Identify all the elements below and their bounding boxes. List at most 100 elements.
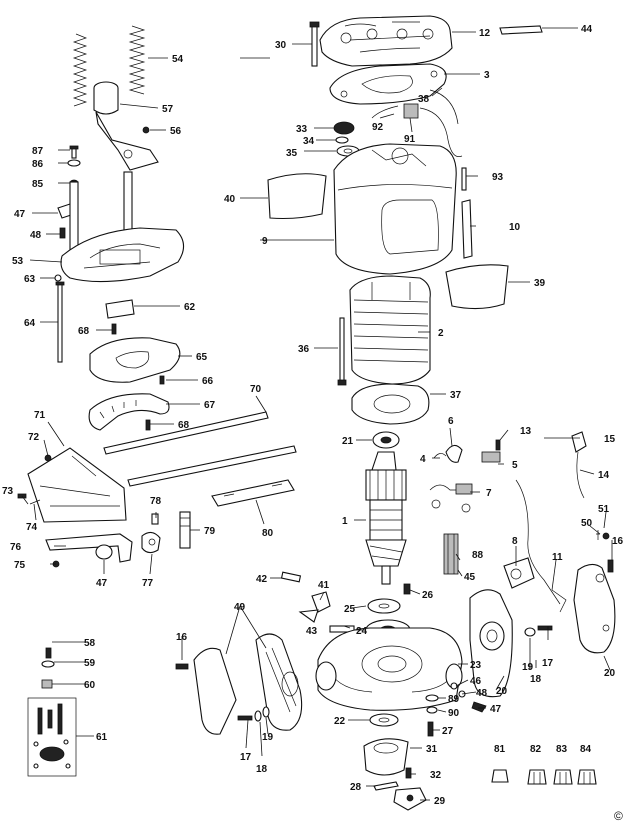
label-37: 37 bbox=[450, 390, 462, 401]
label-66: 66 bbox=[202, 376, 214, 387]
label-18b: 18 bbox=[256, 764, 268, 775]
label-60: 60 bbox=[84, 680, 96, 691]
brush-cap-parts bbox=[333, 121, 360, 157]
label-43: 43 bbox=[306, 626, 318, 637]
left-side-panel bbox=[267, 173, 327, 220]
label-31: 31 bbox=[426, 744, 438, 755]
label-17b: 17 bbox=[240, 752, 252, 763]
label-2: 2 bbox=[438, 328, 444, 339]
label-50: 50 bbox=[581, 518, 593, 529]
sub-base-screw bbox=[159, 375, 165, 385]
collet-nuts bbox=[491, 769, 597, 785]
label-57: 57 bbox=[162, 104, 174, 115]
label-79: 79 bbox=[204, 526, 216, 537]
label-86: 86 bbox=[32, 159, 44, 170]
label-83: 83 bbox=[556, 744, 568, 755]
label-28: 28 bbox=[350, 782, 362, 793]
collet-parts bbox=[363, 713, 434, 811]
small-nut bbox=[142, 126, 150, 134]
motor-top-cover bbox=[319, 15, 453, 67]
label-51: 51 bbox=[598, 504, 610, 515]
label-72: 72 bbox=[28, 432, 40, 443]
label-7: 7 bbox=[486, 488, 492, 499]
label-33: 33 bbox=[296, 124, 308, 135]
gasket-plate bbox=[329, 63, 447, 105]
label-63: 63 bbox=[24, 274, 36, 285]
label-65: 65 bbox=[196, 352, 208, 363]
label-36: 36 bbox=[298, 344, 310, 355]
label-56: 56 bbox=[170, 126, 182, 137]
label-93: 93 bbox=[492, 172, 504, 183]
label-12: 12 bbox=[479, 28, 491, 39]
guard-screw bbox=[145, 419, 151, 431]
bearing-housing bbox=[351, 383, 430, 425]
label-6: 6 bbox=[448, 416, 454, 427]
label-15: 15 bbox=[604, 434, 616, 445]
label-40: 40 bbox=[224, 194, 236, 205]
label-17a: 17 bbox=[542, 658, 554, 669]
label-27: 27 bbox=[442, 726, 454, 737]
label-20b: 20 bbox=[496, 686, 508, 697]
label-19b: 19 bbox=[262, 732, 274, 743]
small-plate bbox=[105, 299, 135, 319]
label-48b: 48 bbox=[30, 230, 42, 241]
label-8: 8 bbox=[512, 536, 518, 547]
label-34: 34 bbox=[303, 136, 315, 147]
field-screw bbox=[337, 317, 347, 386]
plunge-springs bbox=[72, 25, 146, 107]
fence-bracket bbox=[45, 511, 191, 568]
sub-base bbox=[89, 337, 181, 383]
label-1: 1 bbox=[342, 516, 348, 527]
left-handle-assembly bbox=[175, 633, 303, 735]
label-90: 90 bbox=[448, 708, 460, 719]
right-handle-assembly bbox=[443, 431, 616, 698]
label-16b: 16 bbox=[176, 632, 188, 643]
spindle-lock bbox=[280, 571, 355, 633]
label-24: 24 bbox=[356, 626, 368, 637]
label-80: 80 bbox=[262, 528, 274, 539]
base-screws bbox=[425, 682, 487, 714]
motor-housing bbox=[333, 143, 457, 275]
label-45: 45 bbox=[464, 572, 476, 583]
label-87: 87 bbox=[32, 146, 44, 157]
right-side-panel bbox=[445, 264, 509, 310]
label-62: 62 bbox=[184, 302, 196, 313]
label-78: 78 bbox=[150, 496, 162, 507]
label-30: 30 bbox=[275, 40, 287, 51]
label-22: 22 bbox=[334, 716, 346, 727]
leader-lines bbox=[21, 27, 613, 801]
bearing bbox=[372, 431, 400, 449]
small-parts bbox=[27, 647, 77, 777]
vent-strip bbox=[461, 199, 473, 259]
label-5: 5 bbox=[512, 460, 518, 471]
label-23: 23 bbox=[470, 660, 482, 671]
base-housing bbox=[315, 627, 463, 711]
label-85: 85 bbox=[32, 179, 44, 190]
label-76: 76 bbox=[10, 542, 22, 553]
label-21: 21 bbox=[342, 436, 354, 447]
label-82: 82 bbox=[530, 744, 542, 755]
label-64: 64 bbox=[24, 318, 36, 329]
label-39: 39 bbox=[534, 278, 546, 289]
parallel-fence bbox=[17, 447, 127, 523]
label-18a: 18 bbox=[530, 674, 542, 685]
label-41: 41 bbox=[318, 580, 330, 591]
small-strip bbox=[461, 167, 467, 191]
label-10: 10 bbox=[509, 222, 521, 233]
label-47b: 47 bbox=[14, 209, 26, 220]
label-16a: 16 bbox=[612, 536, 624, 547]
label-46: 46 bbox=[470, 676, 482, 687]
brush-parts bbox=[429, 439, 501, 513]
label-48a: 48 bbox=[476, 688, 488, 699]
label-38: 38 bbox=[418, 94, 430, 105]
label-77: 77 bbox=[142, 578, 154, 589]
label-61: 61 bbox=[96, 732, 108, 743]
label-67: 67 bbox=[204, 400, 216, 411]
label-84: 84 bbox=[580, 744, 592, 755]
label-89: 89 bbox=[448, 694, 460, 705]
washer bbox=[54, 274, 62, 282]
part-labels: 30 12 44 3 38 92 91 33 34 35 93 40 10 9 … bbox=[2, 24, 624, 823]
label-47c: 47 bbox=[96, 578, 108, 589]
label-73: 73 bbox=[2, 486, 14, 497]
